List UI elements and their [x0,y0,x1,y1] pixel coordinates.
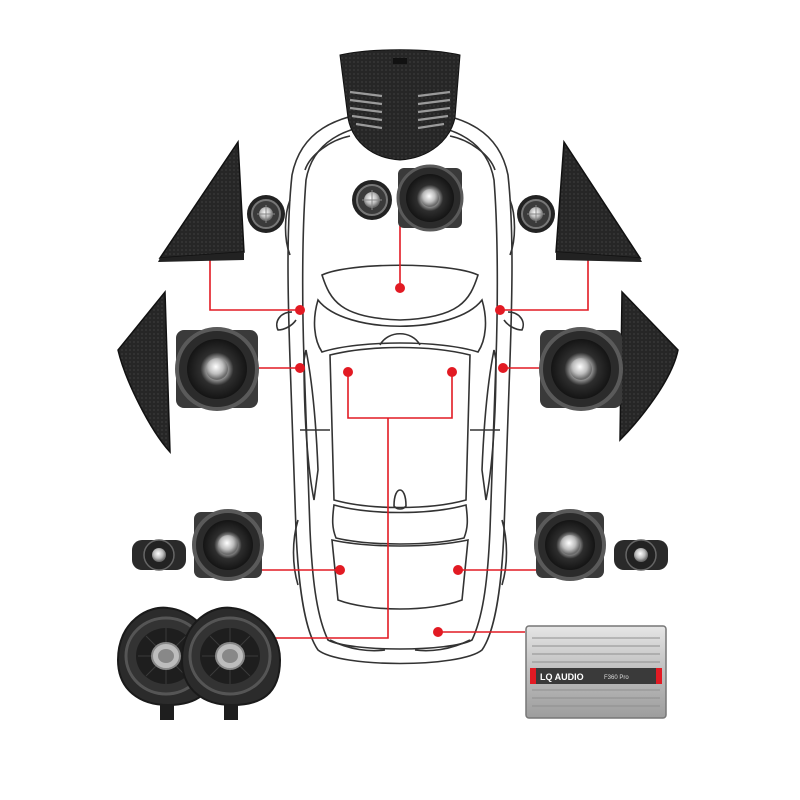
right-tweeter-icon [517,195,555,233]
left-a-pillar-cover-icon [158,139,245,262]
right-rear-midrange-speaker-icon [534,509,606,581]
left-rear-midrange-speaker-icon [192,509,264,581]
amplifier-brand-label: LQ AUDIO [540,672,584,682]
left-door-grille-icon [117,289,171,455]
amplifier-icon: LQ AUDIO F360 Pro [525,625,667,719]
right-rear-tweeter-icon [614,539,668,571]
dashboard-speaker-grille-icon [339,49,461,161]
subwoofer-right-icon [180,606,282,720]
connector-dots [295,283,508,637]
amplifier-model-label: F360 Pro [604,675,629,681]
left-rear-tweeter-icon [132,539,186,571]
connector-lines [209,225,589,639]
right-front-midrange-speaker-icon [539,327,623,411]
left-front-midrange-speaker-icon [175,327,259,411]
car-outline [276,109,524,665]
right-a-pillar-cover-icon [555,139,642,262]
left-tweeter-icon [247,195,285,233]
center-midrange-speaker-icon [396,164,464,232]
underseat-subwoofer-icon [116,606,282,720]
right-door-grille-icon [619,290,679,442]
center-tweeter [352,180,392,220]
